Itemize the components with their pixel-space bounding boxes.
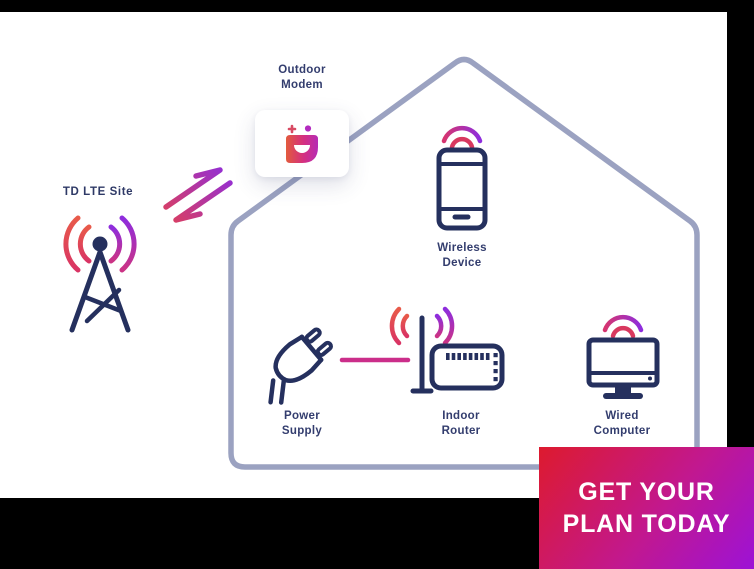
site-label: TD LTE Site [62, 186, 134, 198]
cell-tower-icon [63, 215, 137, 333]
content-area [0, 12, 727, 498]
connector-lines [299, 179, 411, 363]
modem-logo-icon [286, 124, 318, 163]
wifi-waves-icon [602, 314, 644, 339]
wireless-device-label: Wireless Device [437, 242, 487, 269]
wifi-waves-icon [441, 125, 483, 150]
outdoor-modem-label: Outdoor Modem [278, 64, 326, 91]
cta-line-2: PLAN TODAY [562, 510, 731, 538]
signal-arrows-icon [163, 167, 233, 223]
power-supply-label: Power Supply [281, 410, 323, 437]
house-outline [228, 56, 700, 470]
smartphone-icon [436, 147, 488, 231]
power-plug-icon [268, 327, 334, 405]
outdoor-modem-card [255, 110, 349, 177]
cta-banner[interactable]: GET YOUR PLAN TODAY [539, 447, 754, 569]
wired-computer-label: Wired Computer [593, 410, 651, 437]
monitor-icon [586, 337, 660, 399]
antenna-waves-icon [389, 306, 455, 346]
cta-line-1: GET YOUR [578, 478, 715, 506]
router-icon [410, 315, 505, 394]
indoor-router-label: Indoor Router [441, 410, 481, 437]
